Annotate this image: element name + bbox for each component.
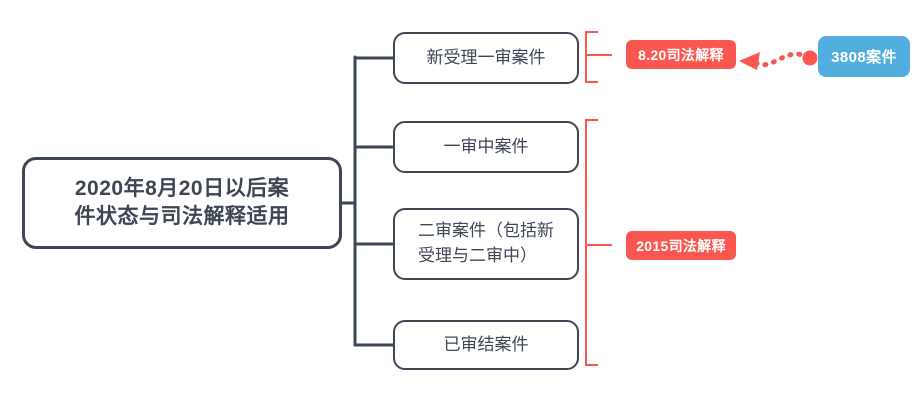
mindmap-node-label-line2: 受理与二审中） [418, 246, 537, 265]
mindmap-node-concluded[interactable]: 已审结案件 [393, 320, 579, 370]
mindmap-node-label: 一审中案件 [443, 136, 529, 156]
annotation-pill-label: 8.20司法解释 [638, 46, 724, 63]
callout-arrow [739, 50, 818, 70]
bracket-820 [585, 31, 612, 83]
mindmap-node-label-line1: 二审案件（包括新 [418, 221, 554, 241]
mindmap-root-label-line2: 件状态与司法解释适用 [74, 205, 290, 228]
mindmap-node-in-first-instance[interactable]: 一审中案件 [393, 121, 579, 173]
tree-branch-connectors [353, 56, 395, 347]
mindmap-root-label: 2020年8月20日以后案 件状态与司法解释适用 [59, 175, 306, 232]
mindmap-node-label: 新受理一审案件 [426, 47, 546, 67]
mindmap-node-label: 已审结案件 [443, 334, 529, 354]
bracket-2015 [585, 119, 612, 366]
mindmap-node-label: 二审案件（包括新 受理与二审中） [404, 219, 568, 268]
mindmap-node-new-first-instance[interactable]: 新受理一审案件 [393, 32, 579, 84]
callout-badge-case-count[interactable]: 3808案件 [818, 36, 910, 77]
mindmap-root-node[interactable]: 2020年8月20日以后案 件状态与司法解释适用 [22, 157, 342, 249]
mindmap-root-label-line1: 2020年8月20日以后案 [74, 176, 290, 200]
callout-badge-label: 3808案件 [831, 49, 897, 66]
mindmap-node-second-instance[interactable]: 二审案件（包括新 受理与二审中） [393, 208, 579, 280]
annotation-pill-820[interactable]: 8.20司法解释 [626, 40, 736, 69]
annotation-pill-2015[interactable]: 2015司法解释 [626, 231, 736, 260]
callout-arrow-tail-dot [802, 50, 818, 66]
annotation-pill-label: 2015司法解释 [636, 237, 726, 254]
callout-arrow-head [739, 52, 760, 70]
